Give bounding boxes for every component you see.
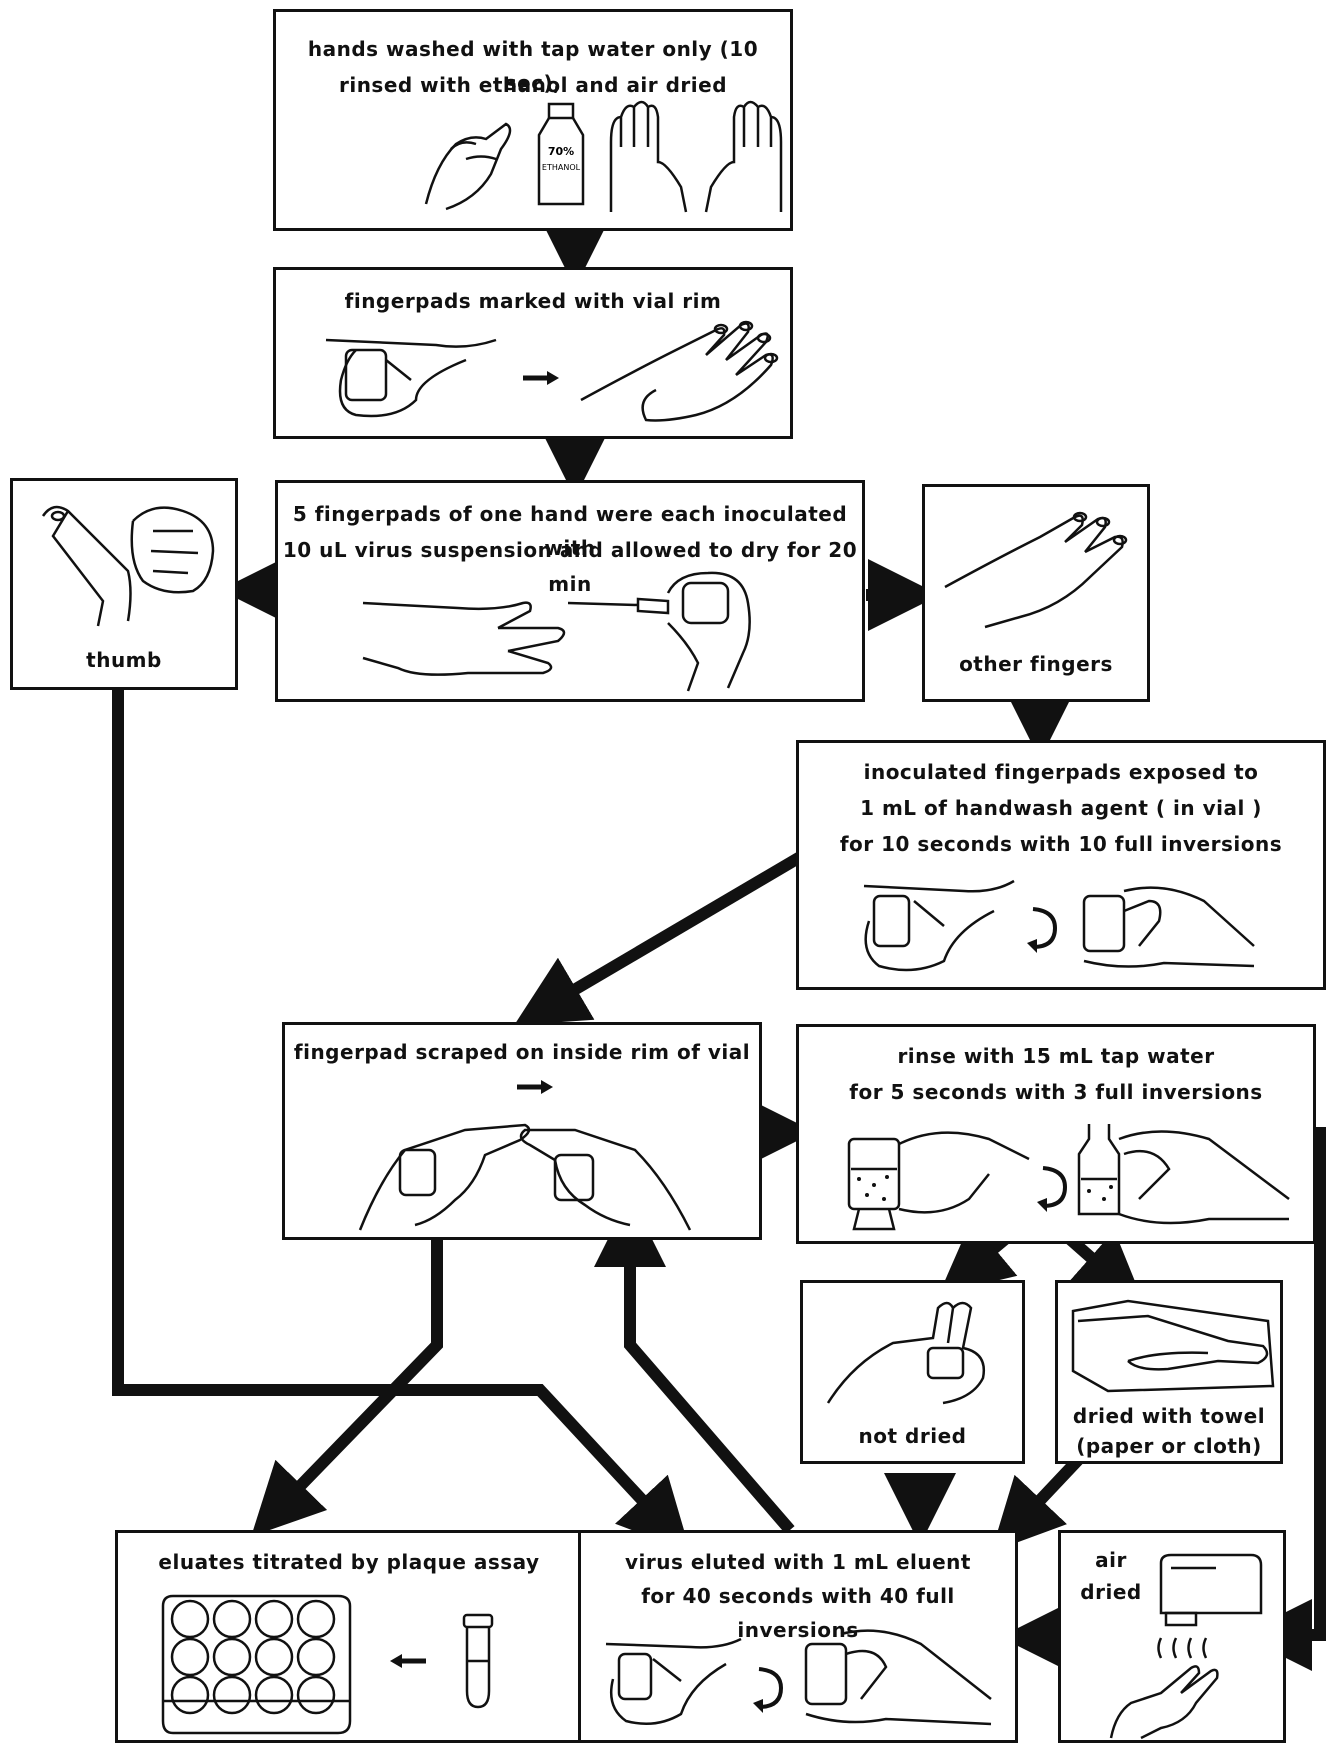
step-elute-box: virus eluted with 1 mL eluent for 40 sec…	[578, 1530, 1018, 1743]
step-expose-box: inoculated fingerpads exposed to 1 mL of…	[796, 740, 1326, 990]
other-fingers-icon	[940, 497, 1140, 647]
open-hand-icon	[576, 310, 786, 435]
bottle-label-1: 70%	[548, 145, 574, 158]
step-elute-line2: for 40 seconds with 40 full inversions	[641, 1584, 955, 1642]
step-thumb-label: thumb	[86, 648, 162, 672]
step-mark-box: fingerpads marked with vial rim	[273, 267, 793, 439]
ethanol-bottle-icon: 70% ETHANOL	[531, 100, 591, 210]
step-airdried-box: air dried	[1058, 1530, 1286, 1743]
step-towel-line1: dried with towel	[1072, 1404, 1266, 1428]
rinse-vial-hand-icon	[1069, 1119, 1299, 1239]
step-thumb-box: thumb	[10, 478, 238, 690]
plaque-plate-icon	[158, 1591, 358, 1741]
towel-icon	[1068, 1291, 1278, 1401]
tube-icon	[458, 1611, 498, 1711]
step-eluates-box: eluates titrated by plaque assay	[115, 1530, 583, 1743]
step-scrape-line1: fingerpad scraped on inside rim of vial	[293, 1040, 751, 1064]
arrow-expose-to-scrape	[514, 844, 816, 1026]
step-other-label: other fingers	[959, 652, 1113, 676]
step-notdried-label: not dried	[858, 1424, 967, 1448]
air-label-block: air dried	[1061, 1533, 1161, 1633]
arrow-towel-to-elute	[991, 1455, 1083, 1552]
small-left-arrow-icon	[388, 1651, 428, 1671]
pipette-icon	[568, 563, 778, 693]
step-towel-box: dried with towel (paper or cloth)	[1055, 1280, 1283, 1464]
step-expose-line3: for 10 seconds with 10 full inversions	[839, 832, 1283, 856]
air-dried-hand-icon	[1101, 1633, 1251, 1743]
not-dried-hand-icon	[823, 1293, 1008, 1413]
step-expose-line1: inoculated fingerpads exposed to	[863, 760, 1259, 784]
hands-wash-icon	[416, 104, 526, 214]
open-hands-icon	[606, 92, 786, 217]
vial-hand-icon	[316, 320, 506, 430]
inoculate-hand-icon	[358, 573, 588, 683]
step-wash-box: hands washed with tap water only (10 sec…	[273, 9, 793, 231]
rinse-vial-hand-icon	[839, 1119, 1039, 1239]
step-airdried-line2: dried	[1080, 1580, 1142, 1604]
step-rinse-line2: for 5 seconds with 3 full inversions	[849, 1080, 1263, 1104]
step-wash-line2: rinsed with ethanol and air dried	[338, 73, 728, 97]
hand-dryer-icon	[1156, 1553, 1266, 1633]
step-eluates-line1: eluates titrated by plaque assay	[158, 1550, 540, 1574]
step-towel-line2: (paper or cloth)	[1076, 1434, 1262, 1458]
vial-hand-icon	[601, 1629, 751, 1734]
vial-hand-icon	[854, 871, 1024, 981]
step-elute-line1: virus eluted with 1 mL eluent	[625, 1550, 971, 1574]
step-inoculate-line2: 10 uL virus suspension and allowed to dr…	[282, 538, 858, 596]
step-inoculate-box: 5 fingerpads of one hand were each inocu…	[275, 480, 865, 702]
arrow-elute-to-scrape	[594, 1195, 795, 1534]
arrow-scrape-to-eluates	[251, 1225, 443, 1537]
inversion-icon	[1025, 903, 1061, 953]
inversion-icon	[751, 1663, 787, 1713]
step-expose-line2: 1 mL of handwash agent ( in vial )	[860, 796, 1262, 820]
step-other-box: other fingers	[922, 484, 1150, 702]
step-rinse-box: rinse with 15 mL tap water for 5 seconds…	[796, 1024, 1316, 1244]
step-rinse-line1: rinse with 15 mL tap water	[897, 1044, 1215, 1068]
vial-hand-icon	[1064, 871, 1264, 981]
step-notdried-box: not dried	[800, 1280, 1025, 1464]
inversion-icon	[1035, 1162, 1071, 1212]
small-right-arrow-icon	[515, 1077, 555, 1097]
small-right-arrow-icon	[521, 368, 561, 388]
scrape-hands-icon	[355, 1100, 695, 1235]
step-airdried-line1: air	[1095, 1548, 1127, 1572]
arrow-thumb-to-elute	[112, 690, 691, 1552]
step-wash-line1: hands washed with tap water only (10 sec…	[307, 37, 759, 95]
thumb-icon	[33, 491, 223, 631]
bottle-label-2: ETHANOL	[542, 163, 581, 172]
vial-hand-icon	[791, 1619, 1001, 1734]
step-mark-line1: fingerpads marked with vial rim	[344, 289, 722, 313]
step-inoculate-line1: 5 fingerpads of one hand were each inocu…	[292, 502, 848, 560]
step-scrape-box: fingerpad scraped on inside rim of vial	[282, 1022, 762, 1240]
